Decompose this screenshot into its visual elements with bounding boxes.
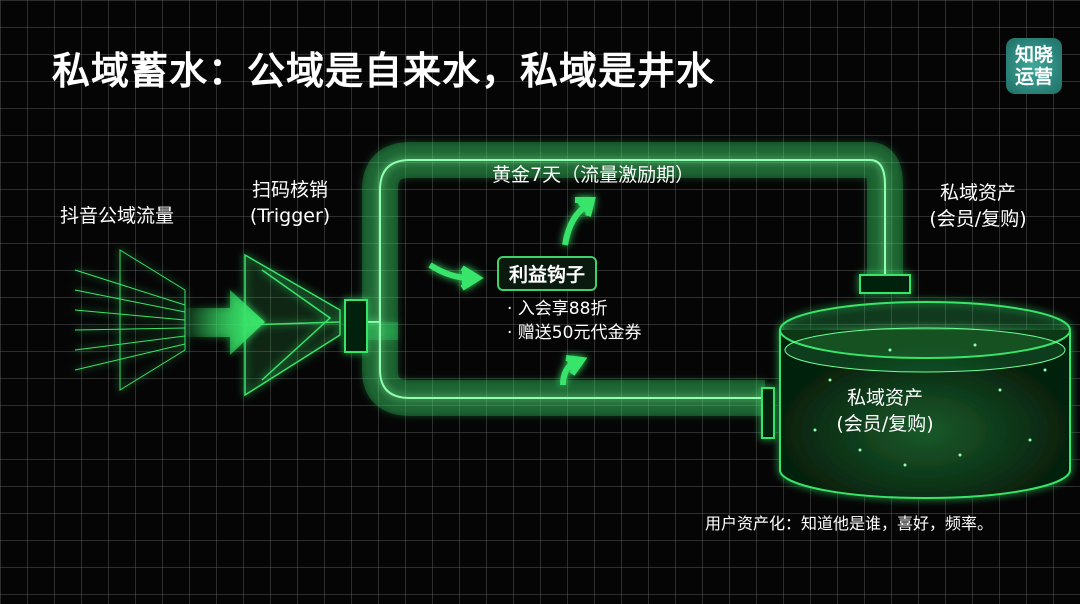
source-funnel xyxy=(74,249,186,391)
asset-top-line1: 私域资产 xyxy=(939,182,1016,204)
hook-item: · 入会享88折 xyxy=(507,299,608,319)
source-label: 抖音公域流量 xyxy=(60,205,175,227)
asset-top-line2: (会员/复购) xyxy=(929,208,1027,230)
tank-sparkles xyxy=(813,343,1047,467)
brand-logo: 知晓 运营 xyxy=(1006,38,1062,94)
pipe-loop xyxy=(344,142,911,439)
logo-line1: 知晓 xyxy=(1014,44,1053,66)
flow-arrow xyxy=(180,290,265,355)
hook-badge: 利益钩子 xyxy=(497,256,598,291)
pipe-top-label: 黄金7天（流量激励期） xyxy=(492,164,695,186)
flow-arrows xyxy=(428,197,596,386)
trigger-label-line2: (Trigger) xyxy=(249,205,331,227)
logo-line2: 运营 xyxy=(1014,66,1053,88)
footer-note: 用户资产化：知道他是谁，喜好，频率。 xyxy=(705,514,994,533)
page-title: 私域蓄水：公域是自来水，私域是井水 xyxy=(52,49,716,93)
private-pool-tank xyxy=(779,301,1071,499)
tank-label-line2: (会员/复购) xyxy=(836,413,934,435)
hook-item: · 赠送50元代金券 xyxy=(507,323,642,343)
trigger-funnel xyxy=(244,253,341,397)
tank-label-line1: 私域资产 xyxy=(846,387,923,409)
asset-top-label: 私域资产 (会员/复购) xyxy=(918,180,1038,232)
tank-label: 私域资产 (会员/复购) xyxy=(820,385,950,437)
trigger-label-line1: 扫码核销 xyxy=(251,179,328,201)
trigger-label: 扫码核销 (Trigger) xyxy=(235,177,345,229)
